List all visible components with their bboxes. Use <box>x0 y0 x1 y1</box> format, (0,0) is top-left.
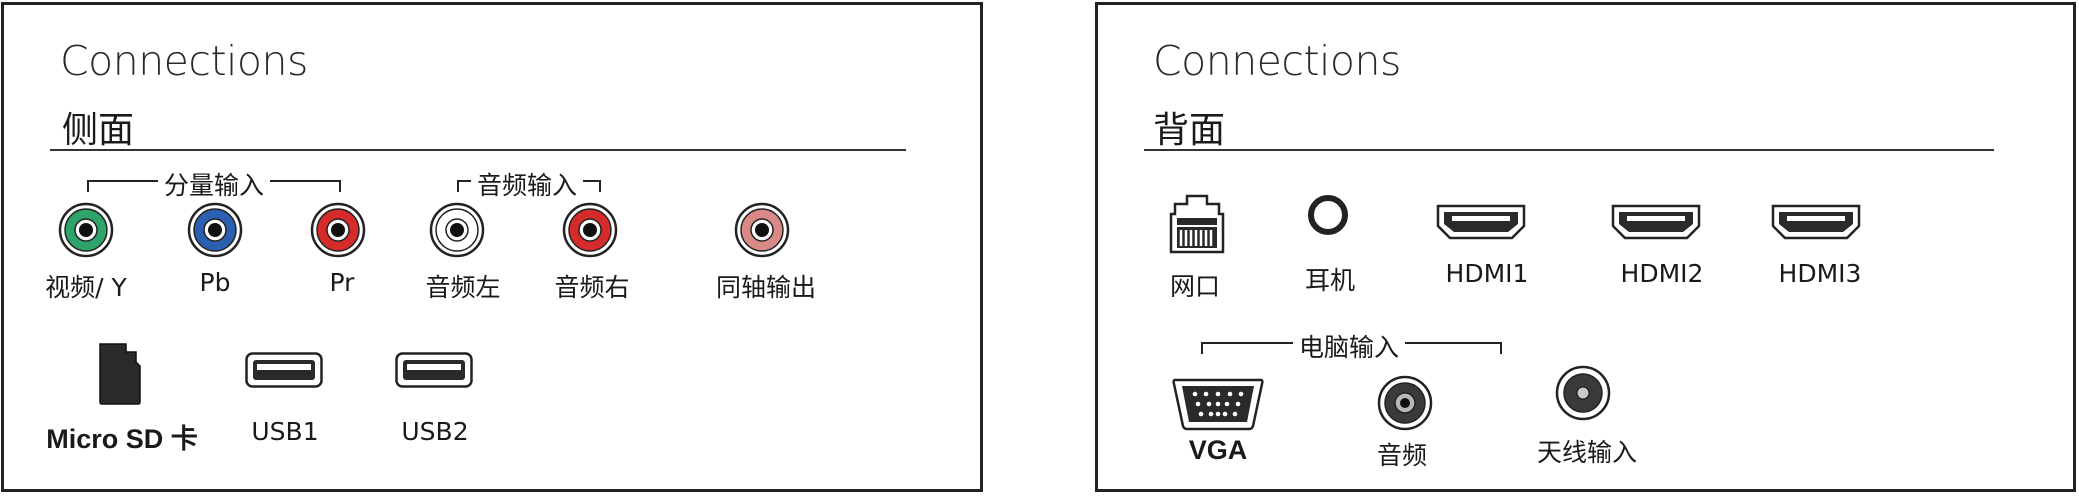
hdmi1-label: HDMI1 <box>1445 259 1529 288</box>
hdmi3-label: HDMI3 <box>1778 259 1862 288</box>
divider <box>1144 149 1994 151</box>
usb1-label: USB1 <box>251 417 319 446</box>
headphone-jack-icon <box>1308 195 1348 235</box>
video-y-jack-icon <box>58 202 114 258</box>
hdmi3-port-icon <box>1771 204 1861 240</box>
panel-heading: Connections <box>60 37 308 85</box>
vga-port-icon <box>1171 376 1265 432</box>
panel-subheading: 侧面 <box>62 110 135 151</box>
usb2-label: USB2 <box>401 417 469 446</box>
audio-right-jack-icon <box>562 202 618 258</box>
audio-left-jack-icon <box>429 202 485 258</box>
pr-jack-icon <box>310 202 366 258</box>
pc-in-group-label: 电脑输入 <box>1292 328 1406 364</box>
panel-subheading: 背面 <box>1153 110 1226 151</box>
headphone-label: 耳机 <box>1304 266 1356 295</box>
coax-out-label: 同轴输出 <box>715 273 817 302</box>
divider <box>50 149 906 151</box>
component-group-label: 分量输入 <box>157 166 271 202</box>
micro-sd-slot-icon <box>96 342 144 406</box>
hdmi2-label: HDMI2 <box>1620 259 1704 288</box>
antenna-label: 天线输入 <box>1536 438 1638 467</box>
audio-right-label: 音频右 <box>554 273 630 302</box>
usb2-port-icon <box>395 352 473 388</box>
coax-out-jack-icon <box>734 202 790 258</box>
audio-left-label: 音频左 <box>425 273 501 302</box>
pb-jack-icon <box>187 202 243 258</box>
network-port-icon <box>1169 194 1225 254</box>
hdmi1-port-icon <box>1436 204 1526 240</box>
pr-label: Pr <box>329 268 355 297</box>
network-label: 网口 <box>1169 272 1221 301</box>
panel-heading: Connections <box>1153 37 1401 85</box>
pb-label: Pb <box>199 268 231 297</box>
panel-back-connections: Connections 背面 网口 耳机 HDMI1 HDMI2 HDMI3 <box>1095 2 2076 492</box>
pc-audio-jack-icon <box>1377 375 1433 431</box>
micro-sd-label: Micro SD 卡 <box>46 424 198 454</box>
video-y-label: 视频/ Y <box>45 273 127 302</box>
hdmi2-port-icon <box>1611 204 1701 240</box>
usb1-port-icon <box>245 352 323 388</box>
panel-side-connections: Connections 侧面 分量输入 音频输入 视频/ Y Pb Pr 音频左… <box>1 2 983 492</box>
pc-audio-label: 音频 <box>1376 441 1428 470</box>
audio-in-group-label: 音频输入 <box>470 166 584 202</box>
antenna-jack-icon <box>1555 365 1611 421</box>
vga-label: VGA <box>1188 435 1248 465</box>
